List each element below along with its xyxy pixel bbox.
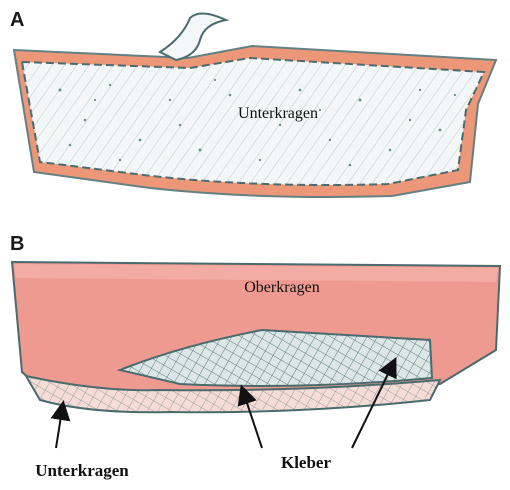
panel-a-letter: A (10, 9, 24, 31)
panel-a-part-label: Unterkragen (238, 105, 318, 122)
callout-interfacing-label: Kleber (281, 453, 331, 472)
panel-b-letter: B (10, 233, 24, 255)
panel-b: B Oberkragen (10, 233, 500, 412)
arrow-lower-collar (56, 410, 62, 448)
panel-a: A Unterkragen (10, 9, 496, 197)
panel-b-part-label: Oberkragen (244, 279, 320, 296)
callout-lower-collar-label: Unterkragen (35, 461, 129, 480)
